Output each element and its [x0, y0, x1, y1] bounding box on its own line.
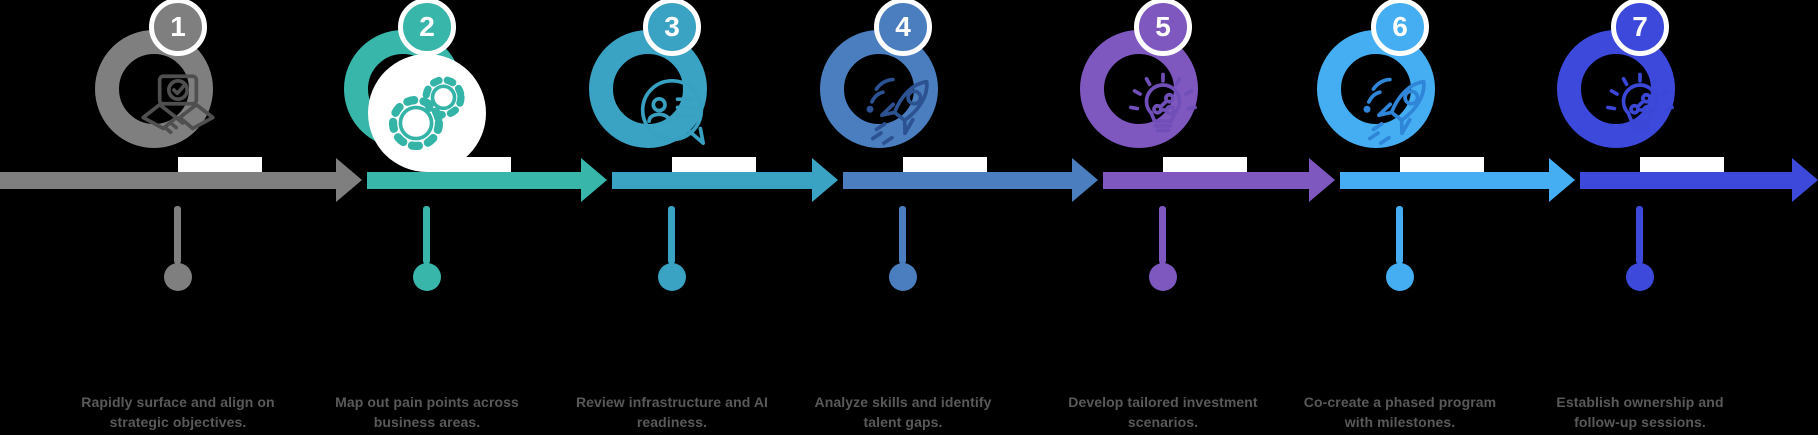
dropline-dot [164, 263, 192, 291]
step-caption: Rapidly surface and align on strategic ob… [48, 392, 308, 432]
lightbulb-share-icon [1119, 68, 1207, 156]
step-caption: Analyze skills and identify talent gaps. [773, 392, 1033, 432]
loop-notch [427, 157, 511, 172]
loop-notch [903, 157, 987, 172]
step-caption: Co-create a phased program with milestone… [1270, 392, 1530, 432]
step-number: 7 [1632, 11, 1648, 42]
loop-notch [178, 157, 262, 172]
step-number: 2 [419, 11, 435, 42]
dropline-stem [1159, 206, 1166, 264]
step-number-badge: 3 [643, 0, 701, 56]
step-caption-line: Establish ownership and [1556, 394, 1724, 410]
flow-segment [612, 172, 816, 189]
flow-arrowhead-icon [1549, 158, 1575, 202]
step-caption: Develop tailored investment scenarios. [1033, 392, 1293, 432]
step-number-badge: 6 [1371, 0, 1429, 56]
dropline-stem [1636, 206, 1643, 264]
step-number: 1 [170, 11, 186, 42]
step-number-badge: 2 [398, 0, 456, 56]
step-caption-line: talent gaps. [863, 414, 943, 430]
handshake-agreement-icon [134, 68, 222, 156]
dropline-stem [423, 206, 430, 264]
step-caption-line: Analyze skills and identify [814, 394, 992, 410]
step-caption-line: readiness. [636, 414, 708, 430]
step-number: 6 [1392, 11, 1408, 42]
step-number: 3 [664, 11, 680, 42]
step-caption-line: Co-create a phased program [1303, 394, 1497, 410]
dropline-stem [174, 206, 181, 264]
loop-notch [672, 157, 756, 172]
flow-segment [843, 172, 1076, 189]
loop-notch [1163, 157, 1247, 172]
flow-arrowhead-icon [581, 158, 607, 202]
dropline-stem [1396, 206, 1403, 264]
step-caption: Map out pain points across business areas… [297, 392, 557, 432]
flow-segment [1340, 172, 1553, 189]
flow-arrowhead-icon [812, 158, 838, 202]
step-number-badge: 7 [1611, 0, 1669, 56]
step-caption: Review infrastructure and AI readiness. [542, 392, 802, 432]
step-caption-line: strategic objectives. [109, 414, 247, 430]
loop-notch [1640, 157, 1724, 172]
flow-segment [1103, 172, 1313, 189]
step-caption-line: scenarios. [1127, 414, 1199, 430]
flow-arrowhead-icon [336, 158, 362, 202]
step-caption-line: business areas. [373, 414, 481, 430]
flow-arrowhead-icon [1792, 158, 1818, 202]
dropline-stem [899, 206, 906, 264]
dropline-dot [1149, 263, 1177, 291]
step-caption-line: Review infrastructure and AI [575, 394, 769, 410]
dropline-stem [668, 206, 675, 264]
step-caption-line: follow-up sessions. [1574, 414, 1706, 430]
rocket-icon [859, 68, 947, 156]
step-number-badge: 1 [149, 0, 207, 56]
gears-icon [383, 68, 471, 156]
loop-notch [1400, 157, 1484, 172]
rocket-icon [1356, 68, 1444, 156]
dropline-dot [1386, 263, 1414, 291]
step-caption: Establish ownership and follow-up session… [1510, 392, 1770, 432]
step-caption-line: Develop tailored investment [1068, 394, 1258, 410]
lightbulb-share-icon [1596, 68, 1684, 156]
flow-segment [1580, 172, 1796, 189]
dropline-dot [1626, 263, 1654, 291]
dropline-dot [413, 263, 441, 291]
chat-review-icon [628, 68, 716, 156]
flow-segment [0, 172, 340, 189]
step-number: 5 [1155, 11, 1171, 42]
step-caption-line: Map out pain points across [335, 394, 519, 410]
step-number-badge: 5 [1134, 0, 1192, 56]
step-number-badge: 4 [874, 0, 932, 56]
flow-arrowhead-icon [1072, 158, 1098, 202]
step-number: 4 [895, 11, 911, 42]
flow-segment [367, 172, 585, 189]
flow-arrowhead-icon [1309, 158, 1335, 202]
dropline-dot [658, 263, 686, 291]
step-caption-line: with milestones. [1344, 414, 1456, 430]
step-caption-line: Rapidly surface and align on [81, 394, 275, 410]
dropline-dot [889, 263, 917, 291]
